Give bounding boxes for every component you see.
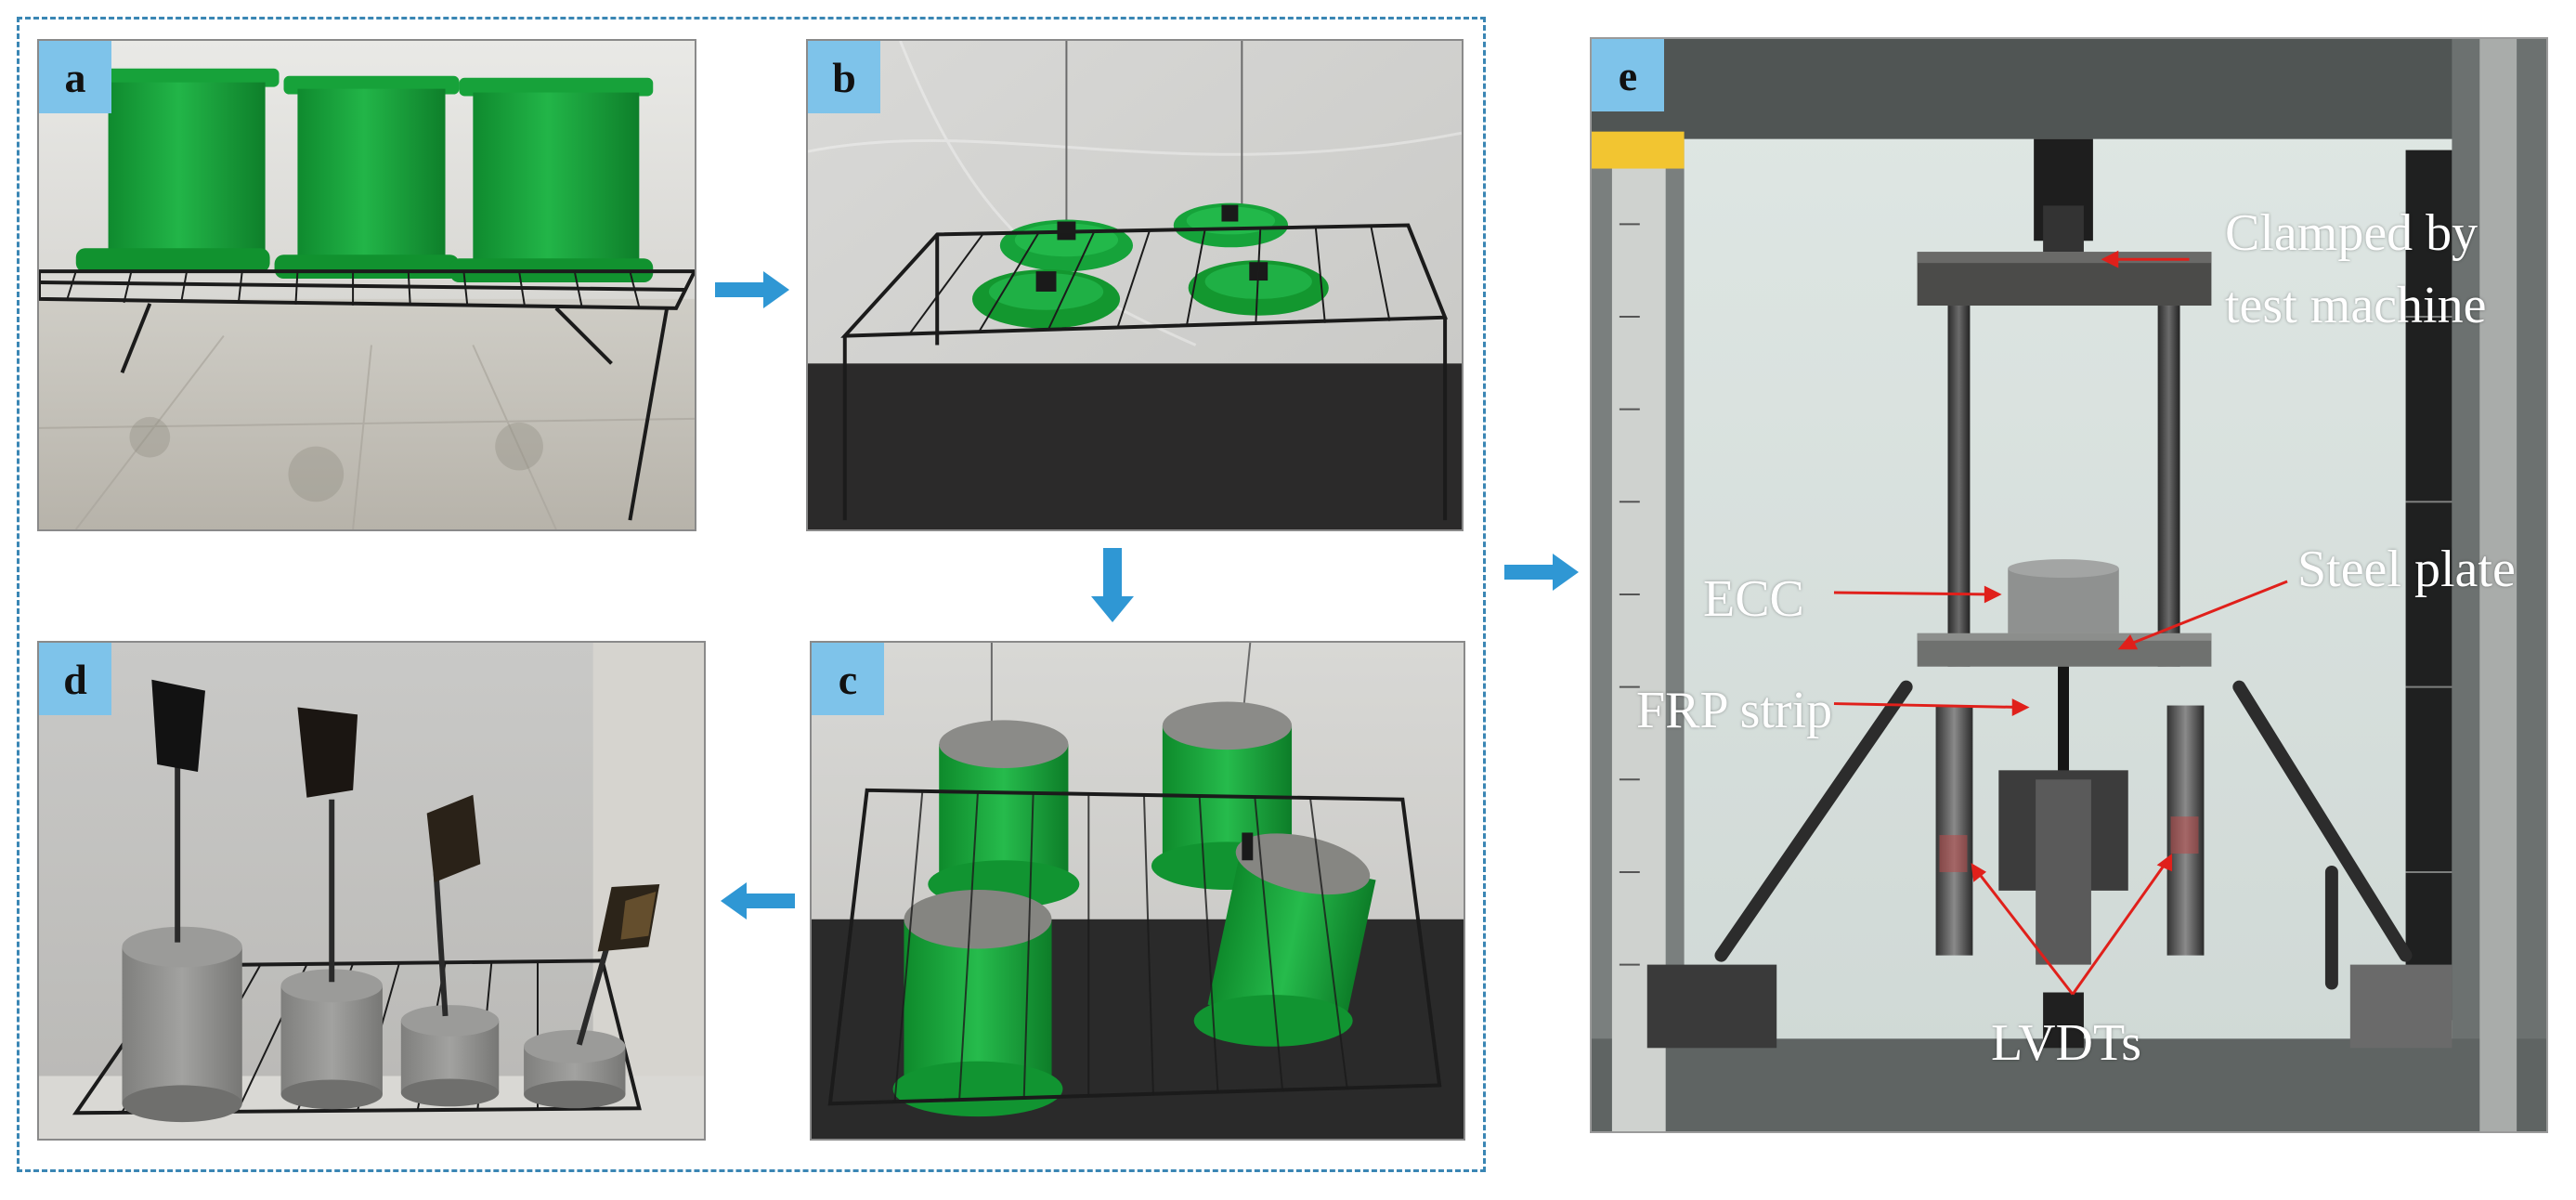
panel-label-a: a <box>39 41 111 113</box>
panel-label-e: e <box>1592 39 1664 111</box>
flow-arrow-left-icon <box>721 882 795 920</box>
panel-label-d: d <box>39 643 111 715</box>
flow-arrow-down-icon <box>1091 548 1134 622</box>
photo-panel-a: a <box>37 39 696 531</box>
photo-panel-c: c <box>810 641 1465 1141</box>
flow-arrow-right-to-test-icon <box>1504 554 1579 591</box>
photo-panel-e: e Clamped by test machine ECC Steel plat… <box>1590 37 2548 1133</box>
callout-clamped-line2: test machine <box>2225 277 2487 334</box>
photo-panel-d: d <box>37 641 706 1141</box>
specimen-preparation-frame <box>17 17 1486 1172</box>
callout-frp-strip: FRP strip <box>1636 682 1833 739</box>
callout-clamped-by-test-machine: Clamped by test machine <box>2225 197 2531 342</box>
callout-clamped-line1: Clamped by <box>2225 204 2478 262</box>
photo-molds-on-rack <box>39 41 695 529</box>
photo-pullout-test-setup <box>1592 39 2546 1131</box>
photo-panel-b: b <box>806 39 1464 531</box>
flow-arrow-right-icon <box>715 271 789 308</box>
callout-lvdts: LVDTs <box>1991 1014 2142 1072</box>
callout-steel-plate: Steel plate <box>2297 541 2516 598</box>
photo-mold-caps-with-rods <box>808 41 1462 529</box>
photo-demolded-specimens <box>39 643 704 1139</box>
panel-label-b: b <box>808 41 880 113</box>
panel-label-c: c <box>812 643 884 715</box>
callout-ecc: ECC <box>1703 570 1804 628</box>
photo-cast-specimens-in-molds <box>812 643 1464 1139</box>
